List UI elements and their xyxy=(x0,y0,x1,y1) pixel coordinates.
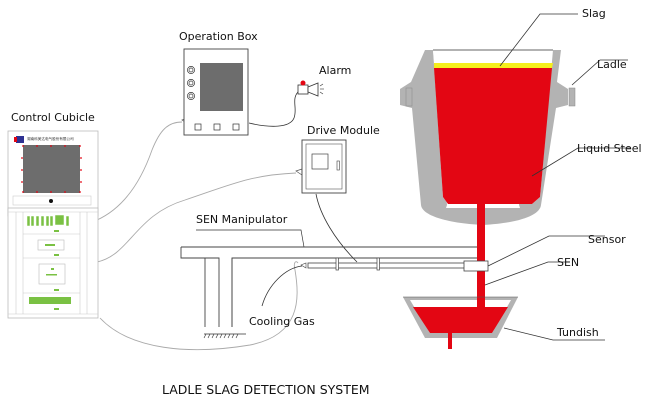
operation-box-buttons xyxy=(194,123,240,131)
cable-cubicle-to-drive-module xyxy=(96,172,297,263)
operation-box-label: Operation Box xyxy=(179,30,258,43)
operation-box-screen xyxy=(200,63,243,111)
cooling-gas-label: Cooling Gas xyxy=(249,315,315,328)
callout-ladle xyxy=(571,59,628,86)
ladle-label: Ladle xyxy=(597,58,627,71)
sensor-label: Sensor xyxy=(588,233,626,246)
callout-tundish xyxy=(503,327,605,341)
status-bar xyxy=(29,297,71,304)
drive-module-handle xyxy=(336,160,340,171)
cable-drive-to-manipulator xyxy=(315,193,358,263)
liquid-steel xyxy=(434,68,552,204)
alarm-horn-icon xyxy=(307,82,319,97)
tundish-label: Tundish xyxy=(556,326,599,339)
alarm-light-icon xyxy=(300,80,306,86)
cable-cubicle-to-operation-box xyxy=(96,121,183,221)
ground-hatch xyxy=(203,333,239,339)
alarm-body xyxy=(297,84,309,95)
cable-cubicle-to-manipulator xyxy=(99,261,299,351)
callout-slag xyxy=(499,13,578,67)
liquid-steel-label: Liquid Steel xyxy=(577,142,642,155)
operation-box-dials xyxy=(187,66,195,100)
manipulator-arm xyxy=(307,262,469,269)
company-logo xyxy=(16,136,24,143)
sen-label: SEN xyxy=(557,256,579,269)
callout-liquid-steel xyxy=(531,147,631,177)
cubicle-screen xyxy=(23,145,80,193)
control-cables xyxy=(96,121,299,351)
callout-sensor xyxy=(487,235,605,267)
drive-module: Drive Module xyxy=(301,124,380,194)
tundish xyxy=(403,296,518,349)
screen-bolts xyxy=(21,145,82,193)
ladle-trunnion-left xyxy=(405,87,413,107)
callout-lines xyxy=(484,13,631,341)
diagram-title: LADLE SLAG DETECTION SYSTEM xyxy=(162,382,370,397)
slag-label: Slag xyxy=(582,7,606,20)
sen-stream xyxy=(477,204,485,306)
tundish-outlet xyxy=(448,333,452,349)
operation-box: Operation Box xyxy=(179,30,258,136)
alarm-sound-icon xyxy=(319,83,324,95)
callout-sen xyxy=(484,261,570,286)
alarm-label: Alarm xyxy=(319,64,351,77)
cooling-gas-line xyxy=(261,265,303,307)
tundish-steel xyxy=(413,307,508,333)
ladle xyxy=(400,49,576,225)
slag-layer xyxy=(434,63,553,68)
company-name: 湖南科美达电气股份有限公司 xyxy=(27,136,74,141)
indicator-bars xyxy=(26,214,70,227)
drive-module-label: Drive Module xyxy=(307,124,380,137)
control-cubicle: Control Cubicle 湖南科美达电气股份有限公司 xyxy=(7,111,99,319)
alarm: Alarm xyxy=(297,64,351,97)
control-cubicle-label: Control Cubicle xyxy=(11,111,95,124)
sen-manipulator: SEN Manipulator xyxy=(180,213,481,339)
sensor xyxy=(463,260,489,272)
cable-connector-drive-module xyxy=(295,168,303,176)
cubicle-knob xyxy=(49,199,53,203)
cable-operation-box-to-alarm xyxy=(248,89,301,127)
ladle-trunnion-right xyxy=(568,87,576,107)
sen-manipulator-label: SEN Manipulator xyxy=(196,213,288,226)
